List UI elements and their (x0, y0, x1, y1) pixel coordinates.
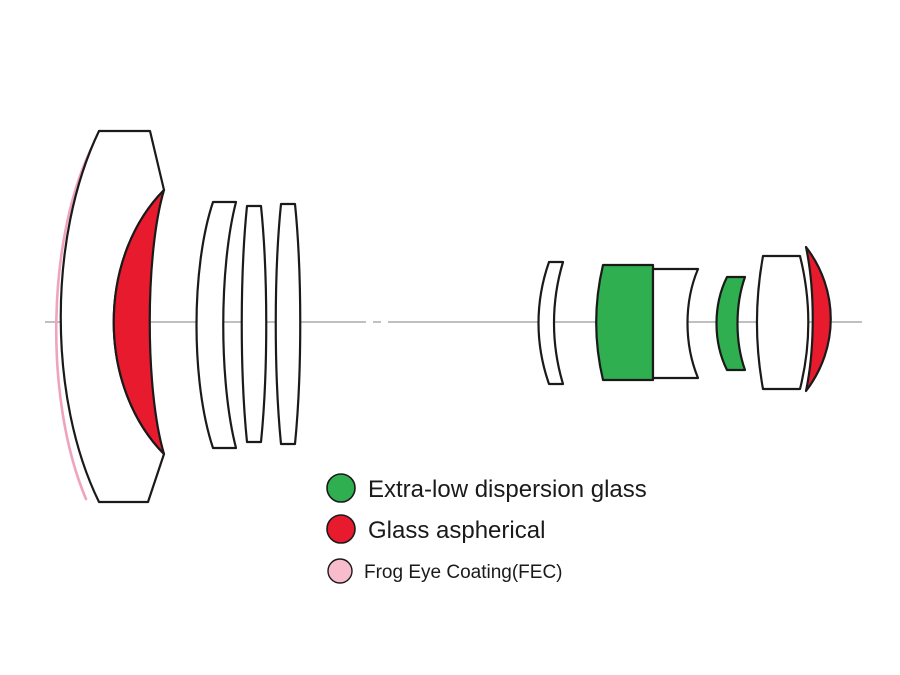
lens-element-8 (651, 267, 700, 380)
rear-lens-group (537, 245, 832, 393)
lens-element-11-glass-aspherical (804, 245, 832, 393)
lens-element-5 (274, 202, 302, 446)
lens-element-6 (537, 260, 565, 386)
frog-eye-coating-label: Frog Eye Coating(FEC) (364, 562, 563, 583)
legend-item-glass-aspherical: Glass aspherical (326, 514, 545, 544)
frog-eye-coating-arc (55, 139, 97, 501)
glass-aspherical-swatch (326, 514, 356, 544)
legend: Extra-low dispersion glass Glass aspheri… (326, 473, 647, 584)
glass-aspherical-label: Glass aspherical (368, 517, 545, 544)
lens-element-4 (240, 204, 268, 444)
frog-eye-coating-swatch (327, 558, 353, 584)
lens-element-2-glass-aspherical (112, 188, 166, 456)
legend-item-frog-eye-coating: Frog Eye Coating(FEC) (327, 558, 563, 584)
lens-element-9-ed-glass (715, 275, 747, 372)
front-lens-group (55, 129, 302, 504)
ed-glass-swatch (326, 473, 356, 503)
lens-element-3 (195, 200, 238, 450)
ed-glass-label: Extra-low dispersion glass (368, 476, 647, 503)
legend-item-ed-glass: Extra-low dispersion glass (326, 473, 647, 503)
lens-element-7-ed-glass (595, 263, 655, 382)
lens-element-10 (755, 254, 810, 391)
